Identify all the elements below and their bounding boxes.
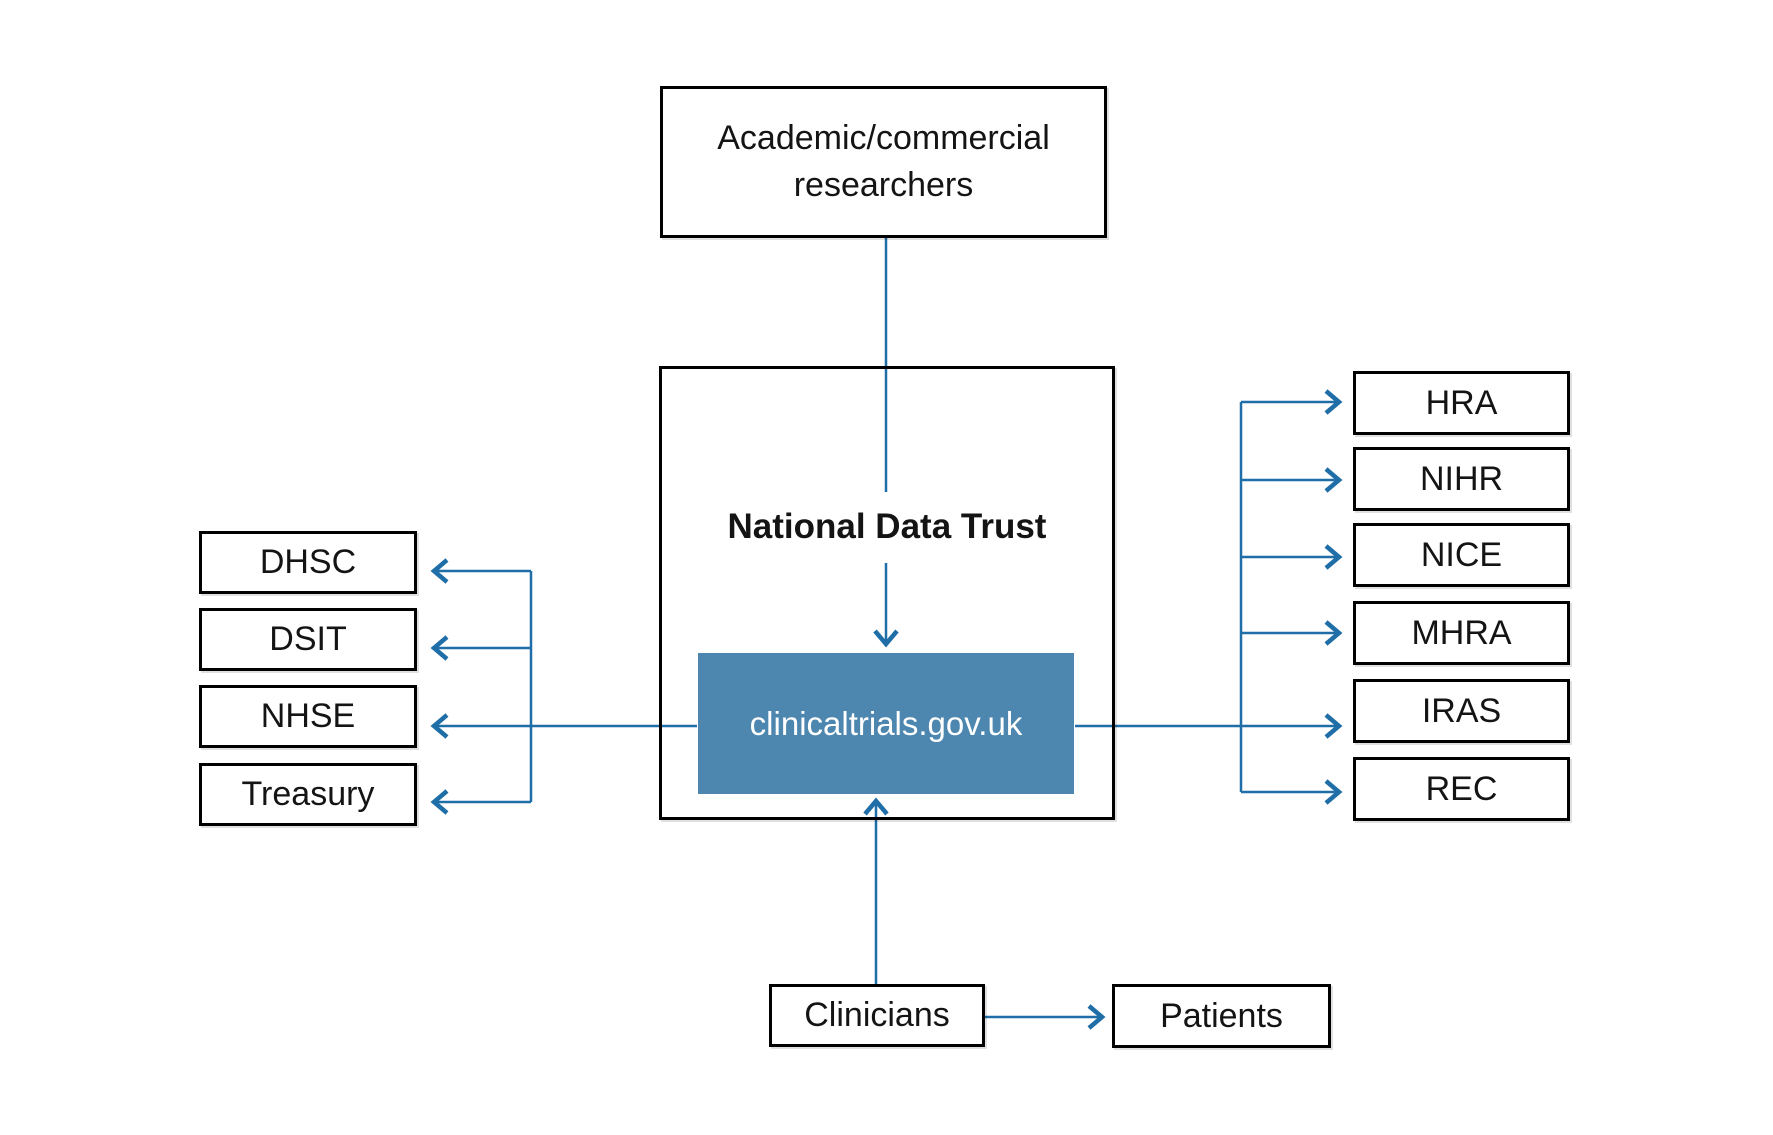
node-mhra: MHRA bbox=[1353, 601, 1570, 665]
node-clinicaltrials-gov-uk: clinicaltrials.gov.uk bbox=[698, 653, 1074, 794]
node-label: HRA bbox=[1425, 383, 1498, 422]
node-label: Patients bbox=[1160, 996, 1283, 1035]
node-nhse: NHSE bbox=[199, 685, 417, 748]
node-clinicians: Clinicians bbox=[769, 984, 985, 1047]
node-hra: HRA bbox=[1353, 371, 1570, 435]
node-label: DHSC bbox=[259, 543, 357, 582]
node-nice: NICE bbox=[1353, 523, 1570, 587]
node-nihr: NIHR bbox=[1353, 447, 1570, 511]
node-treasury: Treasury bbox=[199, 763, 417, 826]
node-label: Treasury bbox=[241, 775, 375, 814]
node-label: Clinicians bbox=[804, 996, 950, 1035]
node-label: DSIT bbox=[269, 620, 347, 659]
node-label: MHRA bbox=[1411, 613, 1512, 652]
node-dsit: DSIT bbox=[199, 608, 417, 671]
node-patients: Patients bbox=[1112, 984, 1331, 1048]
node-iras: IRAS bbox=[1353, 679, 1570, 743]
node-label: NHSE bbox=[260, 697, 356, 736]
node-researchers: Academic/commercial researchers bbox=[660, 86, 1107, 238]
node-label: clinicaltrials.gov.uk bbox=[749, 704, 1023, 742]
node-rec: REC bbox=[1353, 757, 1570, 821]
node-label: NIHR bbox=[1419, 459, 1504, 498]
node-label: Academic/commercial researchers bbox=[717, 119, 1050, 204]
node-dhsc: DHSC bbox=[199, 531, 417, 594]
node-label: NICE bbox=[1420, 535, 1503, 574]
node-label: National Data Trust bbox=[727, 507, 1047, 546]
node-national-data-trust: National Data Trust bbox=[659, 366, 1115, 820]
node-label: IRAS bbox=[1421, 691, 1502, 730]
node-label: REC bbox=[1425, 769, 1498, 808]
